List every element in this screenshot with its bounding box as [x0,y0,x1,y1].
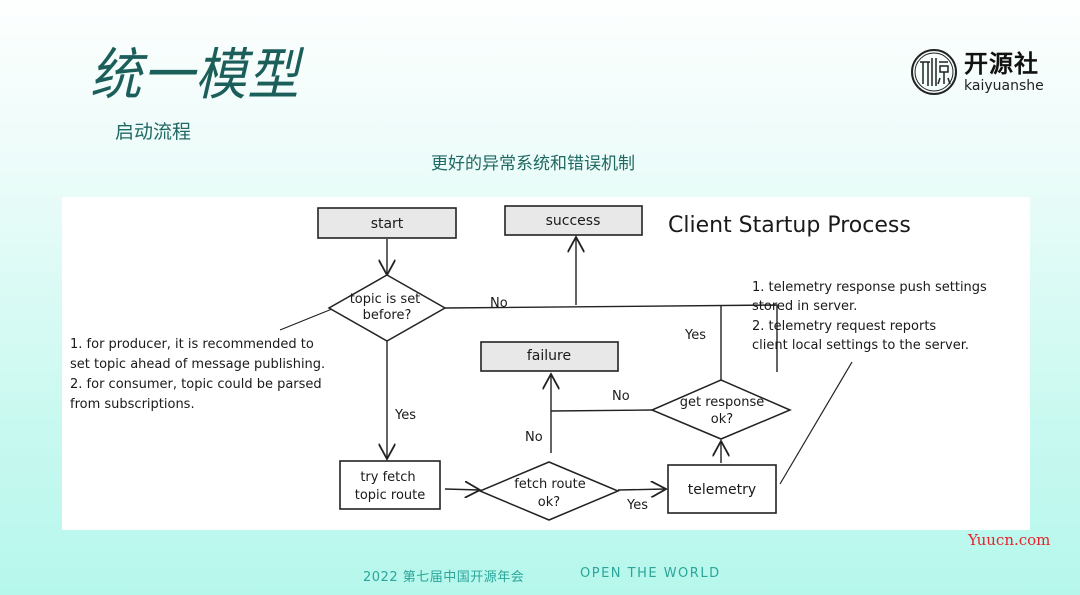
right-note-connector [779,361,853,485]
right-note-line-4: client local settings to the server. [752,338,969,353]
topic-yes-label: Yes [394,408,416,423]
left-note-line-4: from subscriptions. [70,397,195,412]
fetch-yes-label: Yes [626,498,648,513]
success-label: success [546,213,601,229]
logo-name-cn: 开源社 [964,49,1039,78]
response-no-label: No [612,389,630,404]
response-decision-node [650,379,792,440]
fetch-decision-label-2: ok? [538,495,560,510]
logo: 开源社 kaiyuanshe [910,48,1044,96]
left-note-line-1: 1. for producer, it is recommended to [70,337,314,352]
topic-decision-label-2: before? [363,308,412,323]
slide-subtitle: 启动流程 [115,121,192,143]
try-fetch-label-1: try fetch [360,470,415,485]
right-note-line-1: 1. telemetry response push settings [752,280,987,295]
fetch-decision-label-1: fetch route [514,477,586,492]
left-note-line-2: set topic ahead of message publishing. [70,357,325,372]
topic-no-label: No [490,296,508,311]
left-note-connector [279,308,333,331]
fetch-decision-node [478,461,620,521]
edge-fetch-decision [444,489,480,490]
try-fetch-node [339,460,441,510]
topic-decision-label-1: topic is set [350,292,421,307]
right-note-line-3: 2. telemetry request reports [752,319,936,334]
right-note-line-2: stored in server. [752,299,857,314]
fetch-no-label: No [525,430,543,445]
flowchart: start success Client Startup Process top… [70,205,987,521]
start-label: start [371,216,404,232]
start-node [317,207,457,239]
success-node [504,205,643,236]
diagram-title: Client Startup Process [668,213,911,238]
telemetry-node [667,464,777,514]
response-yes-label: Yes [684,328,706,343]
telemetry-label: telemetry [688,482,756,498]
failure-label: failure [527,348,571,364]
slide-caption: 更好的异常系统和错误机制 [431,154,635,174]
edge-topic-no [444,304,778,372]
response-decision-label-1: get response [680,395,765,410]
try-fetch-label-2: topic route [355,488,426,503]
logo-name-en: kaiyuanshe [964,77,1044,94]
flowchart-panel: start success Client Startup Process top… [62,197,1030,530]
kaiyuanshe-seal-icon [911,49,957,95]
edge-response-no [550,409,654,412]
watermark: Yuucn.com [968,531,1051,549]
failure-node [480,341,619,372]
footer-slogan: OPEN THE WORLD [580,566,721,581]
left-note-line-3: 2. for consumer, topic could be parsed [70,377,322,392]
slide-title: 统一模型 [90,43,300,108]
response-decision-label-2: ok? [711,412,733,427]
footer-event: 2022 第七届中国开源年会 [363,570,525,585]
edge-fetch-yes [617,489,666,490]
